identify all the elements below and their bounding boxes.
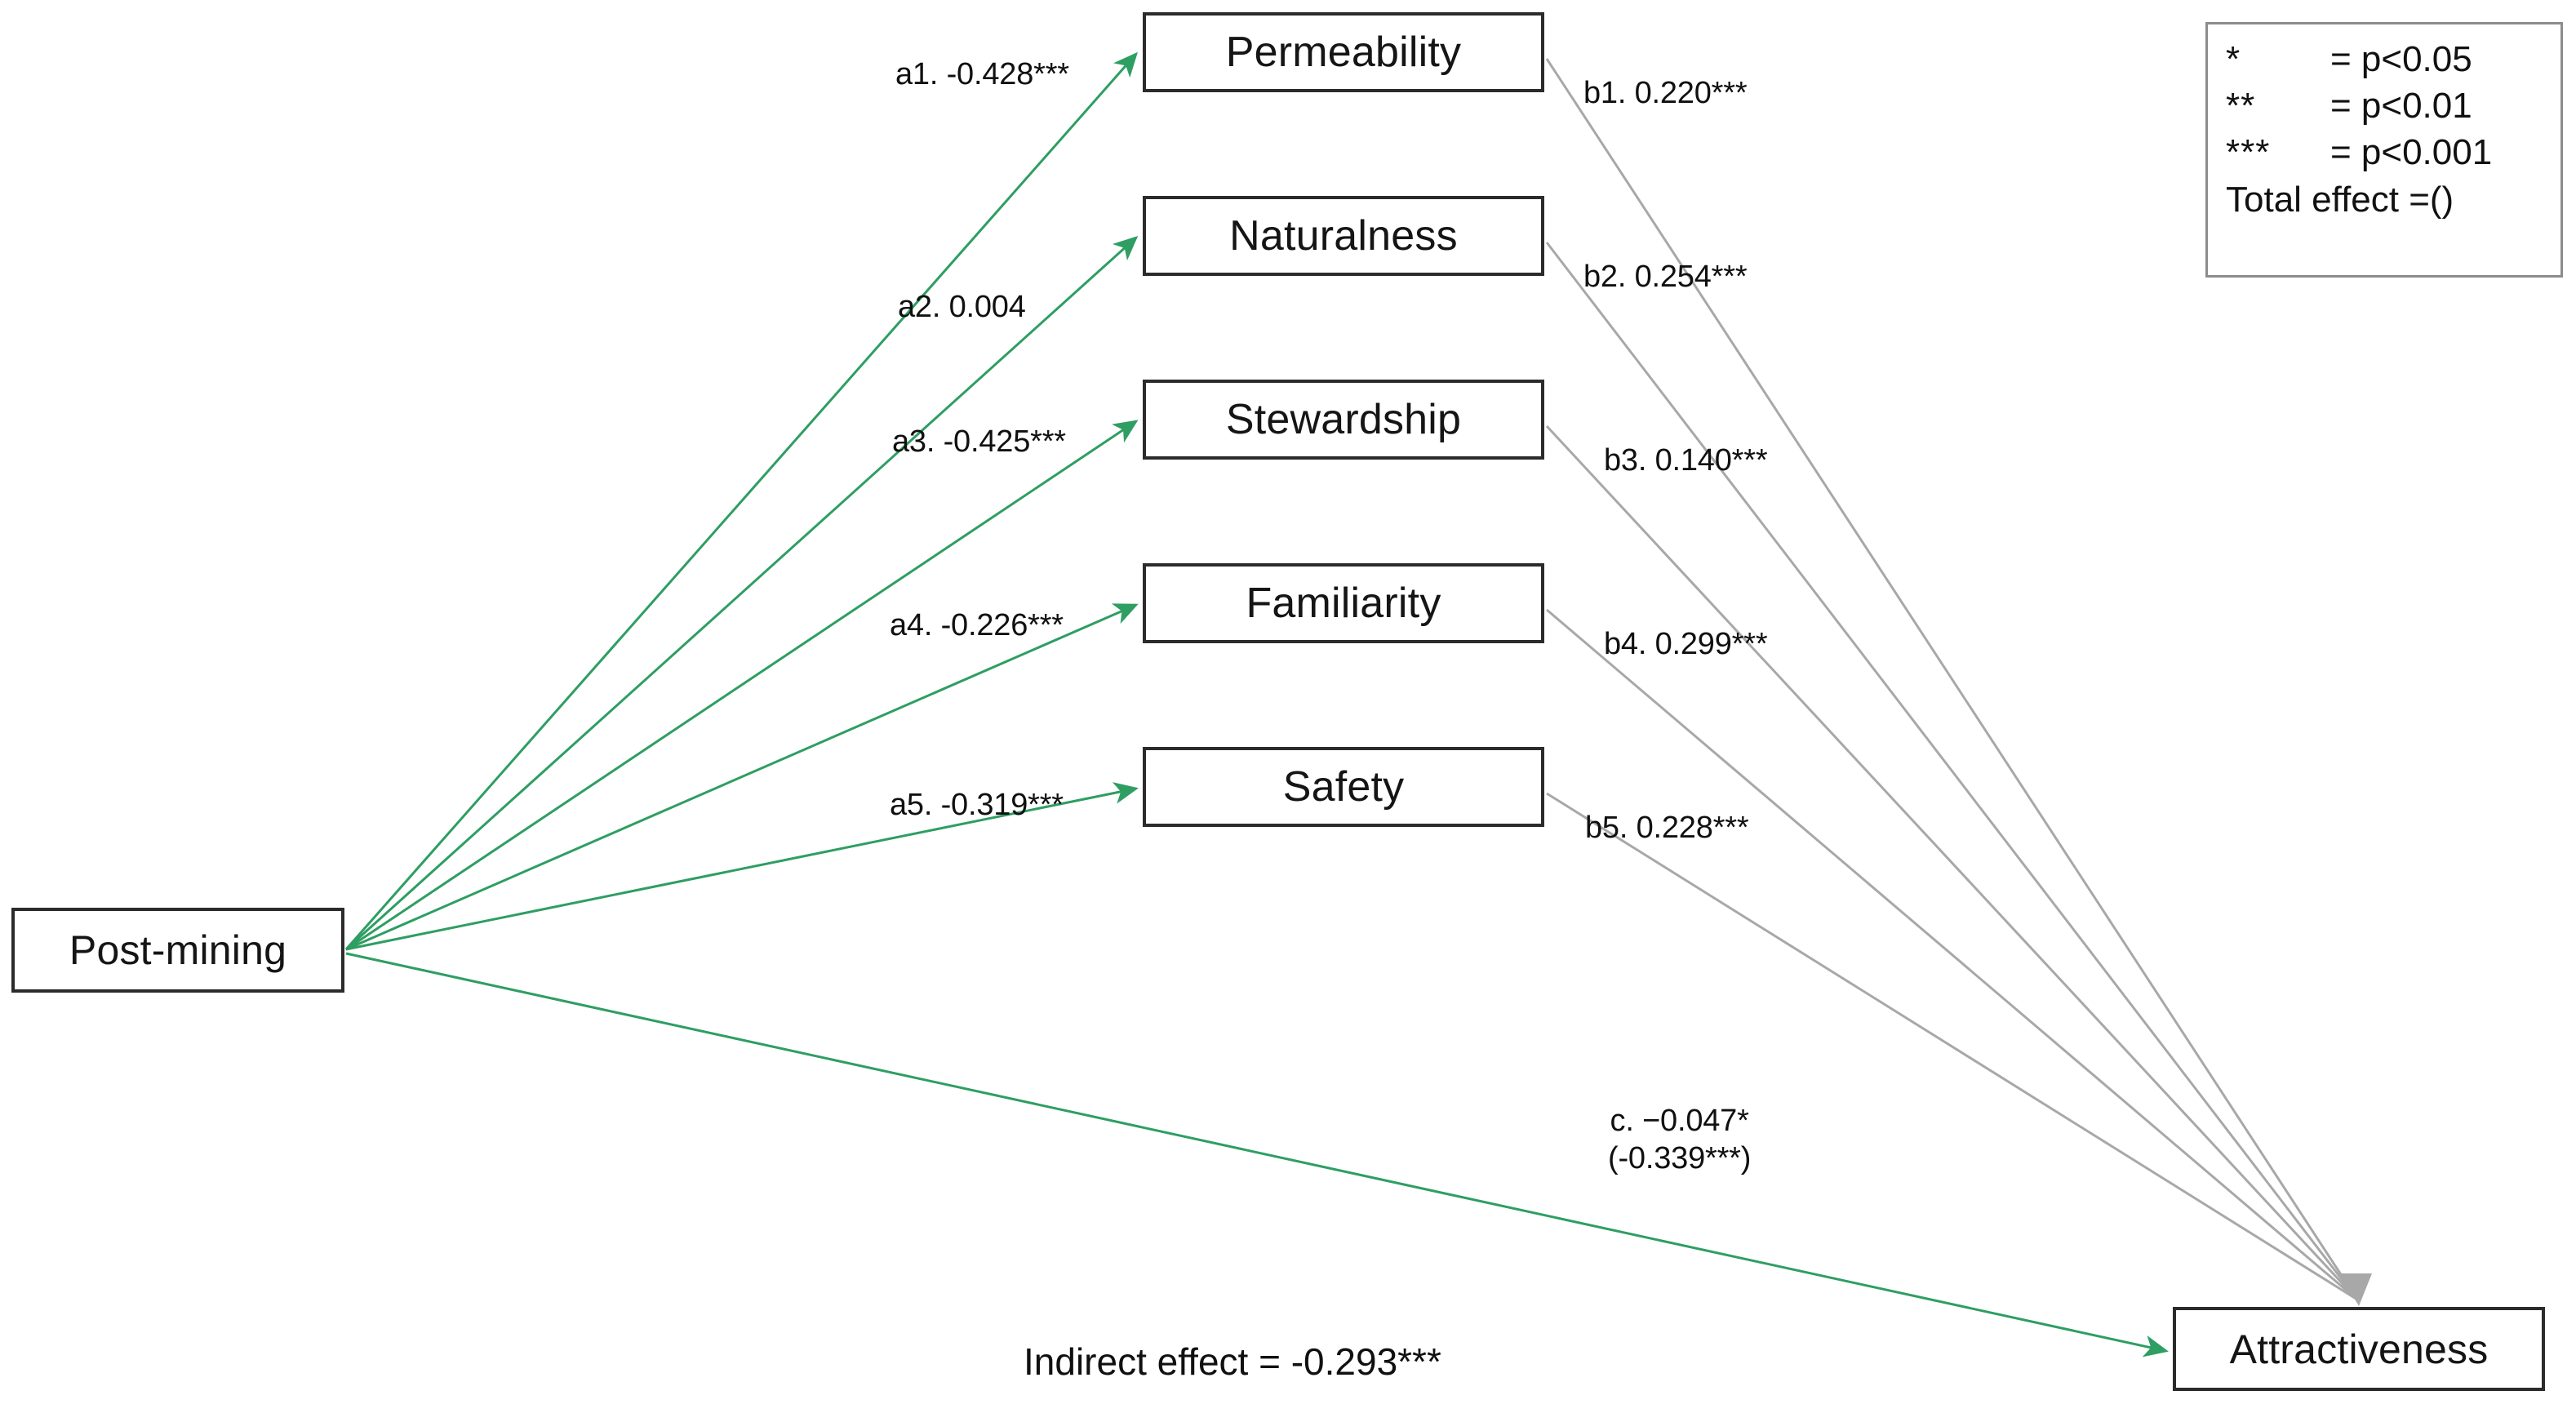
significance-legend: * = p<0.05 ** = p<0.01 *** = p<0.001 Tot… <box>2205 22 2563 278</box>
edge-label-a3: a3. -0.425*** <box>892 424 1066 459</box>
edge-label-b2: b2. 0.254*** <box>1583 260 1748 294</box>
node-permeability-label: Permeability <box>1225 29 1462 76</box>
node-naturalness[interactable]: Naturalness <box>1143 196 1544 276</box>
node-stewardship[interactable]: Stewardship <box>1143 380 1544 460</box>
edge-b2 <box>1545 242 2359 1300</box>
edge-label-a1: a1. -0.428*** <box>895 57 1069 91</box>
a-path-edges <box>344 51 1139 951</box>
edge-b3 <box>1545 424 2359 1301</box>
legend-row-p05: * = p<0.05 <box>2226 36 2544 82</box>
node-attractiveness[interactable]: Attractiveness <box>2173 1307 2545 1391</box>
edge-label-a2: a2. 0.004 <box>898 290 1026 324</box>
edge-b1 <box>1545 58 2359 1300</box>
edge-label-b5: b5. 0.228*** <box>1585 811 1749 845</box>
node-post-mining[interactable]: Post-mining <box>11 908 344 993</box>
legend-definition-p01: = p<0.01 <box>2330 86 2472 127</box>
legend-definition-p05: = p<0.05 <box>2330 39 2472 79</box>
node-naturalness-label: Naturalness <box>1229 212 1458 260</box>
legend-row-p01: ** = p<0.01 <box>2226 82 2544 129</box>
edge-label-a4: a4. -0.226*** <box>890 608 1064 642</box>
edge-b4 <box>1546 608 2358 1301</box>
legend-total-effect-note: Total effect =() <box>2226 179 2454 220</box>
legend-symbol-p01: ** <box>2226 86 2256 127</box>
legend-symbol-p001: *** <box>2226 132 2271 173</box>
edge-a1 <box>344 51 1138 950</box>
edge-label-b3: b3. 0.140*** <box>1604 443 1768 478</box>
edge-label-c-direct: c. −0.047* (-0.339***) <box>1608 1102 1751 1178</box>
edge-a5 <box>345 782 1139 951</box>
node-familiarity[interactable]: Familiarity <box>1143 563 1544 643</box>
edge-label-b4: b4. 0.299*** <box>1604 627 1768 661</box>
edge-label-a5: a5. -0.319*** <box>890 788 1064 822</box>
node-safety-label: Safety <box>1282 763 1405 811</box>
edge-label-c-total-line2: (-0.339***) <box>1608 1141 1752 1176</box>
edge-a3 <box>345 420 1139 951</box>
legend-symbol-p05: * <box>2226 39 2241 79</box>
edge-a4 <box>345 603 1139 951</box>
legend-row-p001: *** = p<0.001 <box>2226 129 2544 176</box>
node-familiarity-label: Familiarity <box>1246 580 1441 627</box>
edge-label-c-direct-line1: c. −0.047* <box>1610 1104 1749 1138</box>
edge-label-b1: b1. 0.220*** <box>1583 76 1748 110</box>
edge-b5 <box>1546 792 2358 1301</box>
node-attractiveness-label: Attractiveness <box>2229 1326 2489 1372</box>
node-post-mining-label: Post-mining <box>69 927 287 973</box>
b-paths-arrowhead <box>2339 1273 2372 1306</box>
b-path-edges <box>1545 58 2359 1301</box>
edge-c-direct <box>345 952 2169 1358</box>
indirect-effect-label: Indirect effect = -0.293*** <box>1024 1340 1441 1383</box>
legend-definition-p001: = p<0.001 <box>2330 132 2493 173</box>
node-safety[interactable]: Safety <box>1143 747 1544 827</box>
node-stewardship-label: Stewardship <box>1225 396 1462 443</box>
node-permeability[interactable]: Permeability <box>1143 12 1544 92</box>
edge-a2 <box>344 235 1139 951</box>
